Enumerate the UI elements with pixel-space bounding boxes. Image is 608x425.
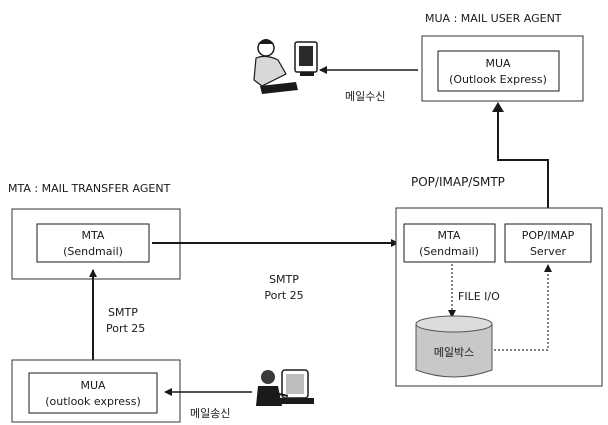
sender-person-computer-icon: [256, 369, 314, 406]
mta-label-line2: (Sendmail): [63, 245, 123, 258]
pop-to-mua-arrowhead: [492, 102, 504, 112]
pop-to-mua-connector: [497, 104, 549, 208]
middle-smtp-label: SMTP: [269, 273, 299, 286]
sender-mua-label-line2: (outlook express): [45, 395, 141, 408]
mta-caption: MTA : MAIL TRANSFER AGENT: [8, 182, 171, 195]
mua-caption: MUA : MAIL USER AGENT: [425, 12, 562, 25]
sender-mua-inner-box: [28, 372, 158, 414]
file-io-arrowhead: [448, 310, 456, 318]
mta-label-line1: MTA: [82, 229, 105, 242]
mailbox-to-pop-arrowhead: [544, 264, 552, 272]
send-arrow-label: 메일송신: [190, 406, 230, 420]
mua-label-line1: MUA: [485, 57, 511, 70]
mailbox-label: 메일박스: [434, 345, 474, 359]
sender-mua-label-line1: MUA: [80, 379, 106, 392]
left-port-label: Port 25: [106, 322, 145, 335]
mta-inner-box: [36, 223, 150, 263]
mua-inner-box: [437, 50, 560, 92]
server-pop-box: [504, 223, 592, 263]
receiver-person-computer-icon: [253, 39, 318, 94]
mua-label-line2: (Outlook Express): [449, 73, 547, 86]
server-pop-line2: Server: [530, 245, 567, 258]
server-mta-line1: MTA: [438, 229, 461, 242]
receive-arrow-label: 메일수신: [345, 89, 385, 103]
server-caption: POP/IMAP/SMTP: [411, 175, 505, 189]
file-io-label: FILE I/O: [458, 290, 500, 303]
left-smtp-label: SMTP: [108, 306, 138, 319]
mailbox-to-pop-connector: [494, 268, 549, 351]
server-pop-line1: POP/IMAP: [522, 229, 575, 242]
middle-port-label: Port 25: [264, 289, 303, 302]
server-mta-line2: (Sendmail): [419, 245, 479, 258]
mailbox-database-icon: [415, 315, 493, 378]
server-mta-box: [403, 223, 496, 263]
